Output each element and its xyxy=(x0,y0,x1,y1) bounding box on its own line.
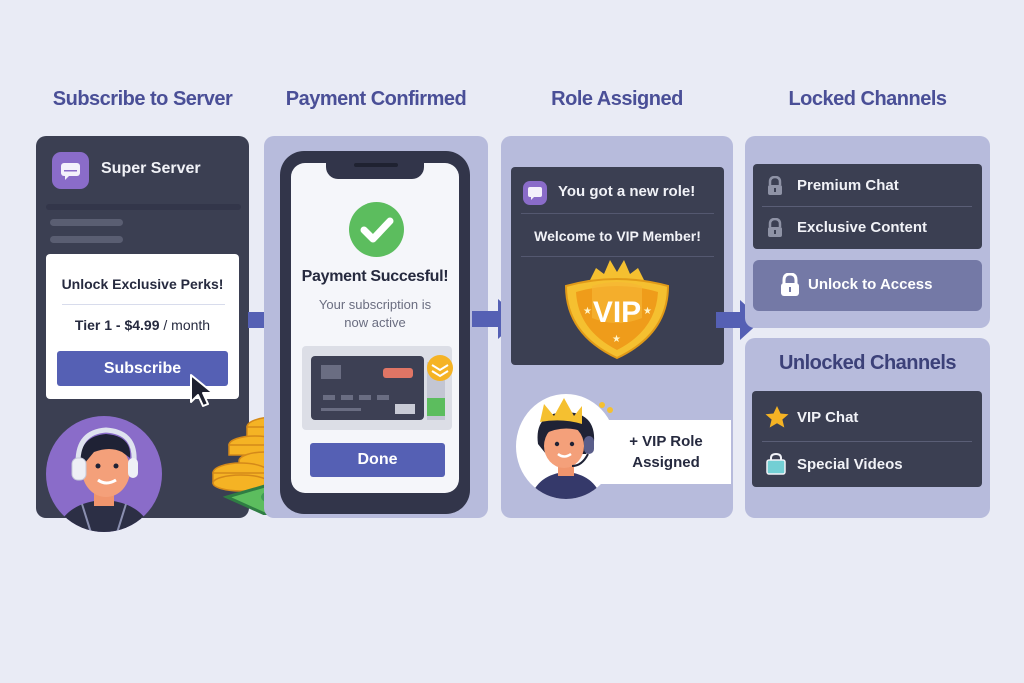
svg-text:★: ★ xyxy=(612,334,621,345)
locked-channel-premium-chat[interactable]: Premium Chat xyxy=(797,177,899,194)
perk-title: Unlock Exclusive Perks! xyxy=(61,276,224,292)
vip-user-avatar xyxy=(516,394,616,499)
divider xyxy=(762,441,972,442)
vip-role-note-text: + VIP Role Assigned xyxy=(606,431,726,473)
bag-icon xyxy=(765,452,787,481)
step-title-subscribe: Subscribe to Server xyxy=(52,88,233,110)
subscribe-button[interactable]: Subscribe xyxy=(57,351,228,386)
tier-price-value: Tier 1 - $4.99 xyxy=(74,317,160,333)
done-button[interactable]: Done xyxy=(310,443,445,477)
divider xyxy=(521,256,714,257)
payment-subtitle-line1: Your subscription is xyxy=(318,297,432,312)
chat-bubble-icon xyxy=(523,181,547,205)
locked-channel-exclusive-content[interactable]: Exclusive Content xyxy=(797,219,928,236)
unlocked-channel-list xyxy=(752,391,982,487)
unlocked-channel-special-videos[interactable]: Special Videos xyxy=(797,456,903,473)
credit-card-icon xyxy=(311,356,424,420)
divider xyxy=(46,204,241,210)
vip-role-note-line1: + VIP Role xyxy=(629,433,703,450)
step-title-role: Role Assigned xyxy=(551,88,683,110)
chat-bubble-icon xyxy=(61,163,80,180)
success-check-icon xyxy=(349,202,404,257)
unlock-to-access-label: Unlock to Access xyxy=(808,276,933,293)
divider xyxy=(521,213,714,214)
step-title-payment: Payment Confirmed xyxy=(285,88,467,110)
role-welcome: Welcome to VIP Member! xyxy=(534,228,701,244)
placeholder-line xyxy=(50,219,123,226)
placeholder-line xyxy=(50,236,123,243)
server-icon xyxy=(52,152,89,189)
svg-text:★: ★ xyxy=(583,306,592,317)
tier-period: / month xyxy=(159,317,211,333)
divider xyxy=(62,304,225,305)
payment-subtitle: Your subscription is now active xyxy=(291,296,459,332)
lock-icon xyxy=(779,272,801,302)
role-notification-title: You got a new role! xyxy=(558,183,696,200)
sparkle-icon xyxy=(598,400,616,421)
step-title-locked: Locked Channels xyxy=(788,88,947,110)
vip-role-note xyxy=(596,420,731,484)
user-avatar xyxy=(44,412,164,536)
phone-speaker xyxy=(354,163,398,167)
unlocked-channels-title: Unlocked Channels xyxy=(778,352,957,374)
vip-badge-icon: VIP ★ ★ ★ xyxy=(556,254,678,360)
server-name: Super Server xyxy=(101,160,201,177)
payment-title: Payment Succesful! xyxy=(301,268,449,285)
divider xyxy=(762,206,972,207)
lock-icon xyxy=(766,217,784,243)
unlocked-channel-vip-chat[interactable]: VIP Chat xyxy=(797,409,859,426)
vip-role-note-line2: Assigned xyxy=(632,454,700,471)
payment-subtitle-line2: now active xyxy=(344,315,406,330)
tier-price: Tier 1 - $4.99 / month xyxy=(46,317,239,333)
lock-icon xyxy=(766,175,784,201)
star-icon xyxy=(764,405,790,434)
svg-text:★: ★ xyxy=(643,306,652,317)
phone-notch xyxy=(326,163,424,179)
terminal-indicator xyxy=(425,352,455,422)
svg-text:VIP: VIP xyxy=(593,296,641,329)
mouse-cursor-icon xyxy=(188,372,218,415)
